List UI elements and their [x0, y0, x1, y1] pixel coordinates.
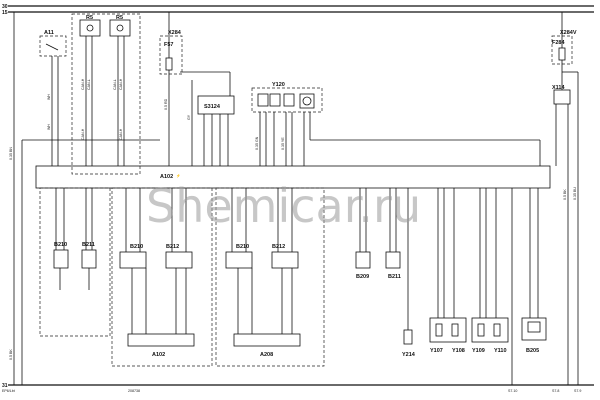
svg-text:F284: F284 — [552, 40, 565, 46]
sensor-b205: B205 — [511, 188, 547, 385]
svg-text:B210: B210 — [130, 244, 143, 250]
component-a11: A11 WH WH — [39, 30, 67, 166]
svg-text:0.5 BK: 0.5 BK — [9, 349, 13, 360]
actuator-y214: Y214 — [402, 188, 416, 358]
svg-text:CAN-H: CAN-H — [81, 128, 85, 140]
sensor-group-left: B210 B211 — [39, 187, 111, 337]
svg-text:0.35 BN: 0.35 BN — [9, 147, 13, 160]
power-rails: 30 15 31 — [2, 4, 594, 389]
a11-label: A11 — [44, 30, 54, 36]
svg-text:Y120: Y120 — [272, 82, 285, 88]
svg-text:GY: GY — [187, 114, 191, 120]
svg-text:WH: WH — [47, 94, 51, 100]
svg-text:0.5 RD: 0.5 RD — [164, 98, 168, 110]
svg-text:Y109: Y109 — [472, 348, 485, 354]
svg-text:CAN-H: CAN-H — [119, 78, 123, 90]
svg-text:S3124: S3124 — [204, 104, 221, 110]
svg-text:0.35 GN: 0.35 GN — [255, 136, 259, 150]
sensor-group-center: B210 B212 A102 — [111, 187, 213, 367]
svg-text:B210: B210 — [54, 242, 67, 248]
svg-text:CAN-H: CAN-H — [81, 78, 85, 90]
component-f57: X284 F57 0.5 RD — [159, 12, 183, 166]
svg-text:B211: B211 — [82, 242, 95, 248]
watermark: Shemicar.ru — [146, 179, 421, 233]
svg-text:B212: B212 — [166, 244, 179, 250]
svg-text:CAN-H: CAN-H — [119, 128, 123, 140]
svg-text:Y107: Y107 — [430, 348, 443, 354]
svg-text:B210: B210 — [236, 244, 249, 250]
injectors-y109-y110: Y109 Y110 — [471, 188, 509, 354]
sensor-group-right: B210 B212 A208 — [215, 187, 325, 367]
footer-r3: S7.9 — [574, 389, 581, 393]
svg-text:CAN-L: CAN-L — [87, 79, 91, 90]
svg-text:R5: R5 — [116, 15, 123, 21]
component-f284: X284V F284 X114 0.35 BU 0.5 BK — [551, 12, 579, 385]
svg-text:A102: A102 — [152, 352, 165, 358]
svg-text:Y214: Y214 — [402, 352, 416, 358]
svg-text:WH: WH — [47, 124, 51, 130]
footer-r2: S7.8 — [552, 389, 559, 393]
svg-text:⚡: ⚡ — [176, 173, 180, 178]
injectors-y107-y108: Y107 Y108 — [429, 188, 467, 354]
svg-text:Y110: Y110 — [494, 348, 507, 354]
rail-30-label: 30 — [2, 4, 8, 10]
component-s3124: S3124 GY — [180, 71, 235, 166]
svg-text:B209: B209 — [356, 274, 369, 280]
controller-a102-label: A102 — [160, 174, 173, 180]
component-y120: Y120 0.35 GN 0.35 YE — [251, 82, 541, 166]
svg-text:B212: B212 — [272, 244, 285, 250]
sensor-b209-b211: B209 B211 — [355, 188, 401, 280]
svg-text:0.35 BU: 0.35 BU — [573, 187, 577, 200]
svg-text:X284: X284 — [168, 30, 182, 36]
svg-text:X114: X114 — [552, 85, 565, 91]
footer-r1: S7.10 — [508, 389, 517, 393]
svg-text:0.35 YE: 0.35 YE — [281, 137, 285, 150]
svg-text:X284V: X284V — [560, 30, 577, 36]
svg-text:B211: B211 — [388, 274, 401, 280]
svg-text:B205: B205 — [526, 348, 539, 354]
component-r5-pair: R5 R5 CAN-H CAN-L CAN-L CAN-H CAN-H CAN-… — [71, 13, 141, 175]
footer-center: 208738 — [128, 389, 140, 393]
svg-text:0.5 BK: 0.5 BK — [563, 189, 567, 200]
rail-31-label: 31 — [2, 383, 8, 389]
svg-text:CAN-L: CAN-L — [113, 79, 117, 90]
rail-15-label: 15 — [2, 10, 8, 16]
svg-text:R5: R5 — [86, 15, 93, 21]
svg-text:Y108: Y108 — [452, 348, 465, 354]
footer-left: EP6/Lbt — [2, 389, 15, 393]
svg-text:A208: A208 — [260, 352, 273, 358]
